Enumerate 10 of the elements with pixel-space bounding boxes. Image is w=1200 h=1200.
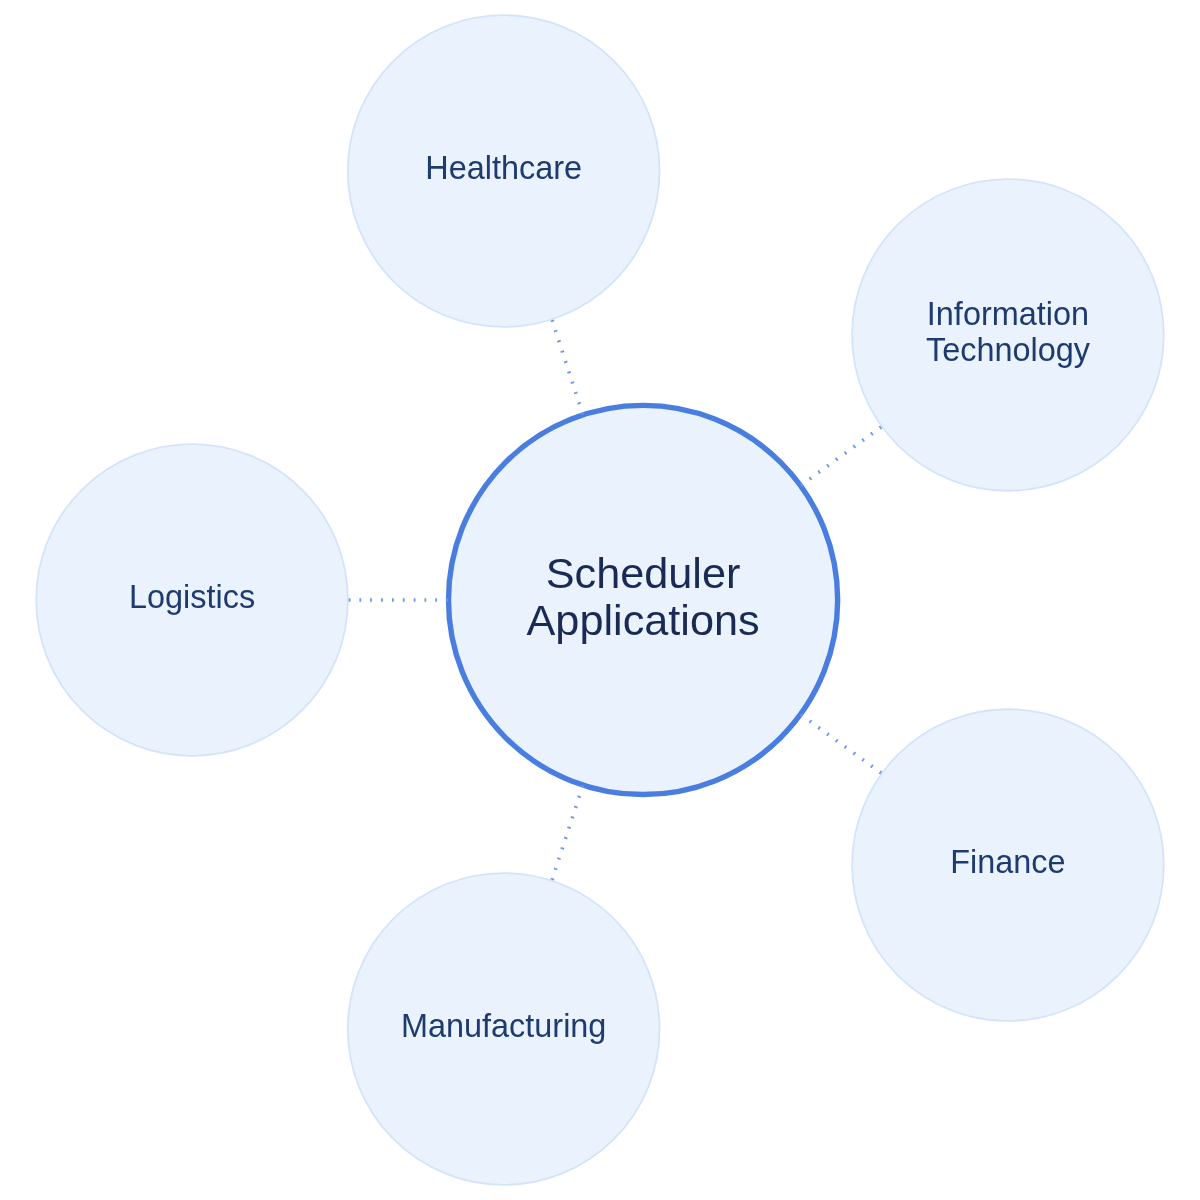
node-circle: Healthcare bbox=[346, 14, 661, 328]
node-circle: Information Technology bbox=[851, 178, 1165, 492]
connector bbox=[799, 713, 883, 775]
node-circle: Manufacturing bbox=[346, 872, 661, 1186]
connector bbox=[550, 318, 585, 415]
node-circle: Finance bbox=[851, 708, 1165, 1022]
connector bbox=[799, 425, 883, 487]
node-circle: Scheduler Applications bbox=[445, 402, 841, 798]
connector bbox=[550, 785, 585, 881]
node-circle: Logistics bbox=[35, 443, 349, 757]
